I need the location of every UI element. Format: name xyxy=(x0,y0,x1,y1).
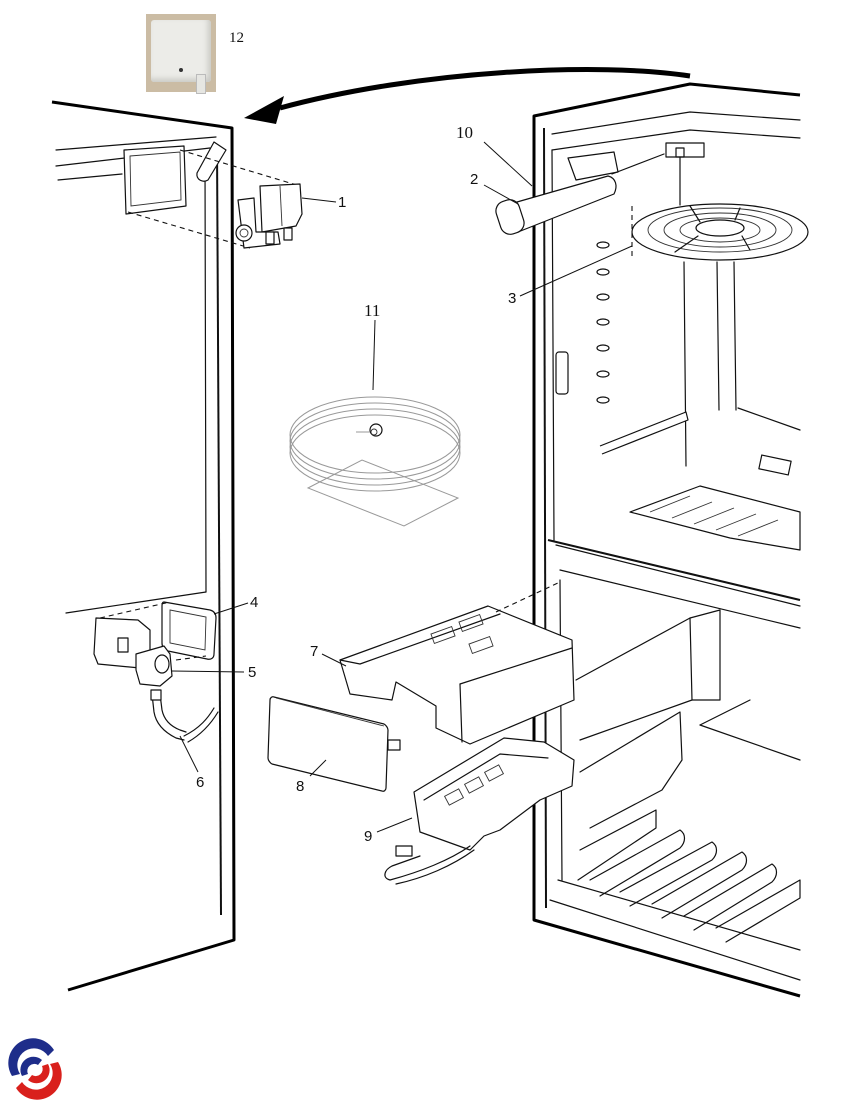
part-8-ice-bin-cover xyxy=(267,696,401,792)
part-3-fan-duct xyxy=(599,203,809,467)
part-4-mounting-cover xyxy=(161,601,217,660)
callout-3: 3 xyxy=(508,290,516,307)
part-7-ice-bin-housing xyxy=(339,581,575,745)
freezer-compartment xyxy=(575,609,801,943)
refrigerator-door xyxy=(51,100,236,992)
callout-12: 12 xyxy=(229,30,244,46)
shelf-grill xyxy=(629,407,801,551)
leader-lines xyxy=(171,141,633,833)
valve-cover-screw-hole xyxy=(179,68,183,72)
callout-9: 9 xyxy=(364,828,372,845)
callout-5: 5 xyxy=(248,664,256,681)
valve-cover-pipe xyxy=(196,74,206,94)
callout-1: 1 xyxy=(338,194,346,211)
callout-7: 7 xyxy=(310,643,318,660)
callout-8: 8 xyxy=(296,778,304,795)
callout-6: 6 xyxy=(196,774,204,791)
callout-10: 10 xyxy=(456,123,473,142)
part-12-photo xyxy=(146,14,216,94)
direction-arrow xyxy=(244,67,691,124)
part-5-secondary-valve xyxy=(93,617,173,687)
part-1-water-valve xyxy=(235,183,303,249)
callout-2: 2 xyxy=(470,171,478,188)
part-2-filter-housing xyxy=(495,142,705,235)
brand-logo xyxy=(8,1038,62,1100)
callout-4: 4 xyxy=(250,594,258,611)
part-9-ice-maker xyxy=(384,737,575,885)
air-vents xyxy=(555,241,610,404)
part-6-tube-elbow xyxy=(150,689,219,743)
callout-11: 11 xyxy=(364,301,380,320)
part-11-water-line-coil xyxy=(289,396,461,527)
